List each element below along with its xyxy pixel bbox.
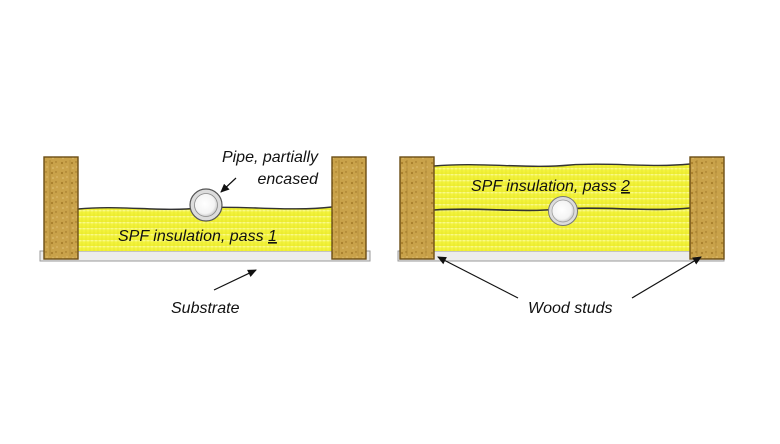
substrate-label: Substrate (171, 300, 240, 317)
insulation-pass-number: 2 (620, 178, 630, 195)
wood-stud-icon (399, 156, 435, 260)
arrow-icon (631, 256, 702, 299)
wood-stud-icon (689, 156, 725, 260)
insulation-label-text: SPF insulation, pass (471, 178, 621, 195)
insulation-pass-1 (78, 207, 332, 251)
arrow-icon (220, 177, 237, 193)
right-panel: SPF insulation, pass 2 Wood studs (397, 156, 725, 317)
pipe-label-line-2: encased (258, 171, 320, 188)
insulation-pass-1 (434, 208, 690, 251)
substrate (39, 250, 371, 262)
arrow-icon (213, 269, 257, 291)
insulation-label-pass-1: SPF insulation, pass 1 (118, 228, 277, 245)
arrow-icon (437, 256, 519, 299)
wood-studs-label: Wood studs (528, 300, 612, 317)
insulation-pass-number: 1 (268, 228, 277, 245)
wood-stud-icon (43, 156, 79, 260)
substrate (397, 250, 725, 262)
left-panel: Pipe, partially encased SPF insulation, … (39, 149, 371, 317)
insulation-pass-2-top-edge (433, 163, 691, 167)
pipe-icon (189, 188, 223, 222)
pipe-icon (548, 196, 578, 226)
insulation-label-pass-2: SPF insulation, pass 2 (471, 178, 630, 195)
insulation-label-text: SPF insulation, pass (118, 228, 268, 245)
insulation-pass-2 (434, 164, 690, 211)
wood-stud-icon (331, 156, 367, 260)
pipe-label-line-1: Pipe, partially (222, 149, 319, 166)
